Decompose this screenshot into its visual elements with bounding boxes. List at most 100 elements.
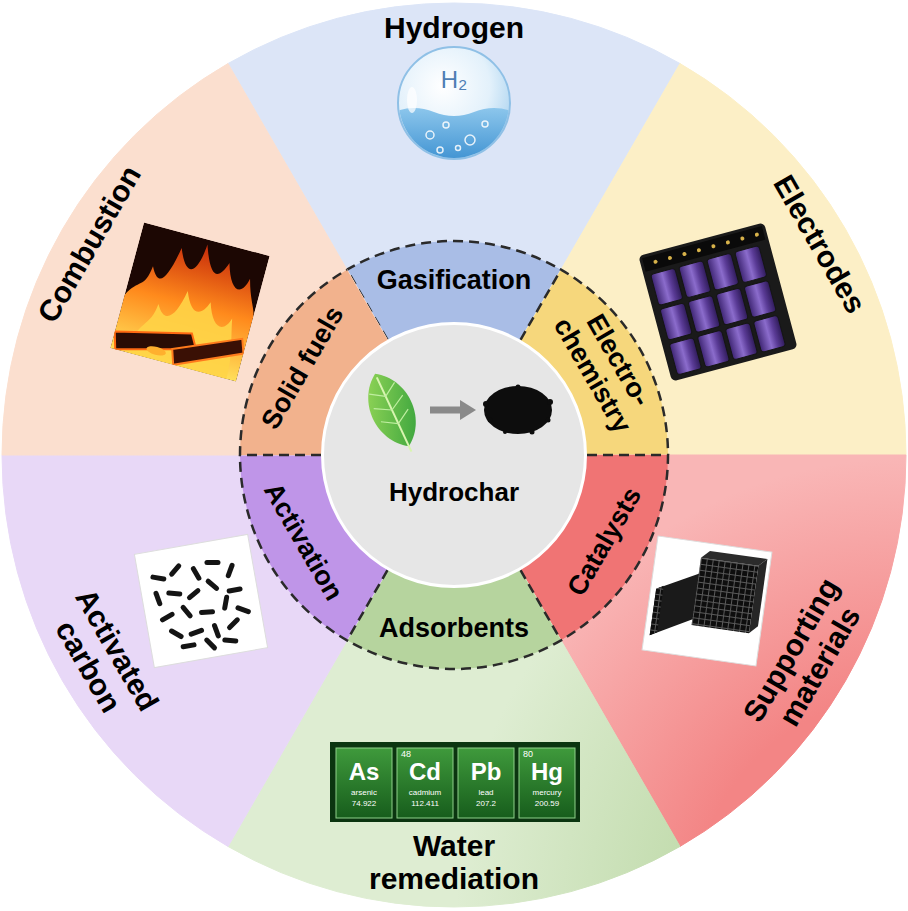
periodic-table (330, 742, 580, 822)
hydrogen-bubble (426, 121, 488, 153)
label-holder: Electro- chemistry (541, 288, 667, 448)
hub-disc (323, 324, 586, 587)
atomic-weight: 74.922 (352, 800, 376, 809)
activated-carbon-picture (134, 534, 267, 667)
activated-carbon-picture (222, 637, 238, 643)
periodic-table (397, 748, 453, 818)
label-holder: Electrodes (767, 169, 872, 318)
battery-pack (682, 252, 687, 257)
activated-carbon-picture (203, 637, 218, 652)
label-holder: Cd (409, 759, 441, 785)
category-label: Catalysts (562, 483, 648, 602)
label-holder: Combustion (30, 160, 146, 328)
formula-label: H₂ (441, 67, 468, 93)
activated-carbon-picture (226, 586, 243, 594)
category-label: Activation (258, 478, 349, 606)
label-holder: 207.2 (476, 800, 496, 809)
periodic-table (336, 748, 392, 818)
label-holder: cadmium (409, 789, 441, 798)
activated-carbon-picture (222, 594, 230, 611)
element-name: lead (478, 789, 493, 798)
label-holder: arsenic (351, 789, 377, 798)
char-powder (530, 430, 535, 435)
battery-pack (711, 244, 716, 249)
battery-pack (660, 303, 692, 340)
fire-picture (145, 344, 166, 357)
conversion-arrow (430, 407, 462, 414)
element-symbol: Pb (471, 759, 502, 785)
sector-label: Combustion (30, 160, 146, 328)
hydrogen-bubble (482, 121, 488, 127)
battery-pack (740, 236, 745, 241)
char-powder (503, 430, 507, 434)
battery-pack (679, 261, 711, 298)
battery-pack (725, 323, 757, 360)
activated-carbon-picture (205, 578, 220, 592)
hydrogen-bubble (443, 122, 449, 128)
element-symbol: Cd (409, 759, 441, 785)
category-label: Solid fuels (256, 301, 350, 434)
label-holder: mercury (533, 789, 562, 798)
battery-pack (696, 248, 701, 253)
char-powder (547, 399, 553, 405)
activated-carbon-picture (204, 560, 220, 565)
atomic-weight: 112.411 (411, 800, 439, 809)
center-label: Hydrochar (389, 478, 519, 507)
label-holder: Adsorbents (379, 614, 529, 644)
activated-carbon-picture (159, 611, 175, 623)
label-holder: Solid fuels (256, 301, 350, 434)
activated-carbon-picture (225, 562, 235, 579)
honeycomb-support (701, 550, 767, 567)
periodic-table (336, 748, 575, 818)
label-holder: Hg (531, 759, 563, 785)
battery-pack (653, 259, 658, 264)
label-holder: 112.411 (411, 800, 439, 809)
atomic-number: 48 (401, 750, 411, 760)
hub-disc (321, 322, 587, 588)
activated-carbon-picture (134, 534, 267, 667)
label-holder: As (349, 759, 380, 785)
periodic-table (330, 742, 580, 822)
label-holder: Hydrogen (384, 11, 524, 44)
activated-carbon-picture (190, 565, 202, 581)
sector-label: Hydrogen (384, 11, 524, 44)
activated-carbon-picture (168, 562, 182, 577)
char-powder (484, 386, 552, 434)
activated-carbon-picture (226, 616, 241, 631)
label-holder: 48 (401, 750, 411, 760)
element-symbol: Hg (531, 759, 563, 785)
label-holder: 74.922 (352, 800, 376, 809)
category-label: Gasification (377, 266, 532, 296)
label-holder: Water remediation (354, 829, 554, 895)
periodic-table (519, 748, 575, 818)
activated-carbon-picture (211, 622, 221, 639)
activated-carbon-picture (166, 590, 182, 596)
element-name: arsenic (351, 789, 377, 798)
battery-pack (669, 338, 701, 375)
battery-pack (651, 246, 786, 375)
honeycomb-support (650, 585, 664, 636)
hub-circle: Hydrochar (321, 322, 587, 588)
sector-wedge (2, 64, 454, 455)
label-holder: Hydrochar (389, 478, 519, 507)
honeycomb-support (642, 536, 772, 666)
element-symbol: As (349, 759, 380, 785)
activated-carbon-picture (148, 551, 257, 660)
char-powder (483, 401, 489, 407)
